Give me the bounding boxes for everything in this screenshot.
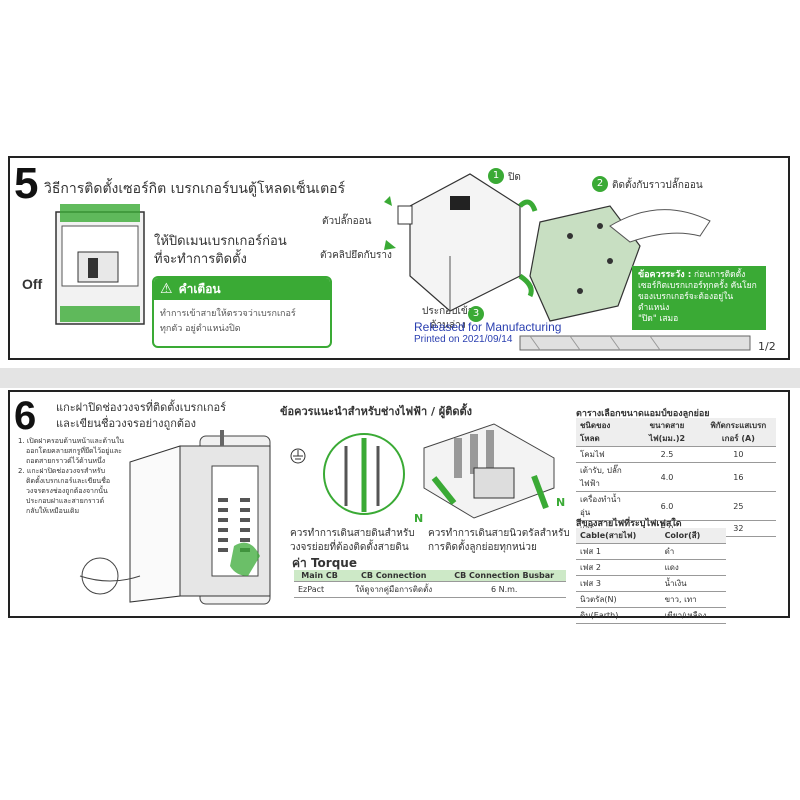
advice-ground-1: ควรทำการเดินสายดินสำหรับ (290, 528, 415, 539)
warning-title: คำเตือน (178, 281, 221, 296)
neutral-bar-illustration (414, 418, 564, 528)
release-stamp-line1: Released for Manufacturing (414, 320, 562, 334)
instruction-line2: ที่จะทำการติดตั้ง (154, 252, 247, 267)
label-assemble: ประกอบเข้า (422, 306, 474, 317)
step5-panel: 5 วิธีการติดตั้งเซอร์กิต เบรกเกอร์บนตู้โ… (8, 156, 790, 360)
warning-text-line2: ทุกตัว อยู่ตำแหน่งปิด (160, 324, 241, 334)
warning-text-line1: ทำการเข้าสายให้ตรวจว่าเบรกเกอร์ (160, 309, 296, 319)
note-line: ออกโดยคลายสกรูที่ยึดไว้อยู่และ (26, 447, 122, 455)
color-cell: แดง (660, 559, 726, 576)
warning-icon: ⚠ (160, 281, 173, 297)
step5-title: วิธีการติดตั้งเซอร์กิต เบรกเกอร์บนตู้โหล… (44, 181, 346, 197)
advice-title: ข้อควรแนะนำสำหรับช่างไฟฟ้า / ผู้ติดตั้ง (280, 405, 473, 418)
table-row: นิวตรัล(N)ขาว, เทา (576, 591, 726, 608)
note-line: กลับให้เหมือนเดิม (26, 507, 80, 515)
torque-header: CB Connection Busbar (442, 570, 566, 582)
color-header: Cable(สายไฟ) (576, 528, 661, 544)
n-label-right: N (556, 496, 566, 509)
note-line: ถอดสายกราวด์ไว้ด้านหนึ่ง (26, 457, 106, 465)
note-line: ประกอบฝาและสายกราวด์ (26, 497, 105, 505)
step6-title-1: แกะฝาปิดช่องวงจรที่ติดตั้งเบรกเกอร์ (56, 401, 227, 414)
ground-wire-illustration (286, 426, 406, 526)
label-plug-on: ตัวปลั๊กออน (322, 216, 372, 227)
warning-box: ⚠ คำเตือน ทำการเข้าสายให้ตรวจว่าเบรกเกอร… (152, 276, 332, 348)
color-cell: ขาว, เทา (660, 591, 726, 608)
torque-cell: 6 N.m. (442, 581, 566, 598)
color-cell: นิวตรัล(N) (576, 591, 661, 608)
color-cell: น้ำเงิน (660, 575, 726, 592)
step6-number: 6 (14, 394, 37, 438)
size-header: ชนิดของโหลด (576, 418, 634, 447)
color-cell: เฟส 2 (576, 559, 661, 576)
color-cell: ดิน(Earth) (576, 607, 661, 624)
caution-text-3: ของเบรกเกอร์จะต้องอยู่ในตำแหน่ง (638, 292, 734, 313)
step-circle-3: 3 (468, 306, 484, 322)
caution-text-4: "ปิด" เสมอ (638, 314, 679, 324)
main-breaker-illustration (50, 202, 150, 332)
size-cell: เต้ารับ, ปลั๊กไฟฟ้า (576, 462, 634, 492)
size-cell: 16 (700, 462, 776, 492)
size-header: ขนาดสายไฟ(มม.)2 (633, 418, 701, 447)
divider-strip (0, 368, 800, 388)
step6-notes: 1. เปิดฝาครอบด้านหน้าและด้านใน ออกโดยคลา… (18, 436, 148, 516)
page-number: 1/2 (758, 340, 776, 353)
plug-on-breaker-illustration (370, 166, 770, 356)
size-cell: 10 (700, 446, 776, 463)
torque-title: ค่า Torque (292, 556, 357, 570)
torque-header: Main CB (294, 570, 346, 582)
note-line: 2. แกะฝาปิดช่องวงจรสำหรับ (18, 467, 106, 475)
size-cell: 2.5 (633, 446, 701, 463)
note-line: ติดตั้งเบรกเกอร์และเขียนชื่อ (26, 477, 111, 485)
caution-title: ข้อควรระวัง : (638, 270, 692, 280)
release-stamp-line2: Printed on 2021/09/14 (414, 334, 513, 345)
size-cell: 6.0 (633, 491, 701, 521)
step-circle-1: 1 (488, 168, 504, 184)
color-table-title: สีของสายไฟที่ระบุไฟเฟสใด (576, 519, 682, 529)
caution-box: ข้อควรระวัง : ก่อนการติดตั้ง เซอร์กิตเบร… (632, 266, 766, 330)
label-assemble-2: ด้านล่าง (430, 320, 466, 331)
size-cell: เครื่องทำน้ำอุ่น (576, 491, 634, 521)
size-cell: โคมไฟ (576, 446, 634, 463)
color-cell: เขียว/เหลือง (660, 607, 726, 624)
off-label: Off (22, 276, 43, 292)
size-cell: 4.0 (633, 462, 701, 492)
color-cell: เฟส 1 (576, 543, 661, 560)
step-circle-2: 2 (592, 176, 608, 192)
step5-number: 5 (14, 159, 39, 208)
label-rail-clip: ตัวคลิปยึดกับราง (320, 250, 392, 261)
caution-text-2: เซอร์กิตเบรกเกอร์ทุกครั้ง คันโยก (638, 281, 757, 291)
load-center-illustration (70, 426, 280, 612)
size-cell: 25 (700, 491, 776, 521)
caution-text-1: ก่อนการติดตั้ง (694, 270, 746, 280)
step6-panel: 6 แกะฝาปิดช่องวงจรที่ติดตั้งเบรกเกอร์ แล… (8, 390, 790, 624)
table-row: ดิน(Earth)เขียว/เหลือง (576, 607, 726, 624)
size-table-title: ตารางเลือกขนาดแอมป์ของลูกย่อย (576, 409, 710, 419)
step6-title-2: และเขียนชื่อวงจรอย่างถูกต้อง (56, 417, 196, 430)
advice-neutral-2: การติดตั้งลูกย่อยทุกหน่วย (428, 542, 537, 553)
advice-neutral-1: ควรทำการเดินสายนิวตรัลสำหรับ (428, 528, 570, 539)
torque-cell: EzPact (294, 581, 346, 598)
advice-ground-2: วงจรย่อยที่ต้องติดตั้งสายดิน (290, 542, 409, 553)
instruction-line1: ให้ปิดเมนเบรกเกอร์ก่อน (154, 234, 287, 249)
note-line: 1. เปิดฝาครอบด้านหน้าและด้านใน (18, 437, 125, 445)
torque-header: CB Connection (345, 570, 443, 582)
color-cell: ดำ (660, 543, 726, 560)
torque-table: Main CB CB Connection CB Connection Busb… (294, 570, 566, 598)
step-label-install: ติดตั้งกับราวปลั๊กออน (612, 180, 703, 191)
step-label-close: ปิด (508, 172, 521, 183)
torque-cell: ให้ดูจากคู่มือการติดตั้ง (345, 581, 443, 598)
color-header: Color(สี) (660, 528, 726, 544)
size-header: พิกัดกระแสเบรกเกอร์ (A) (700, 418, 776, 447)
n-label-left: N (414, 512, 424, 525)
note-line: วงจรตรงช่องถูกต้องจากนั้น (26, 487, 108, 495)
color-cell: เฟส 3 (576, 575, 661, 592)
